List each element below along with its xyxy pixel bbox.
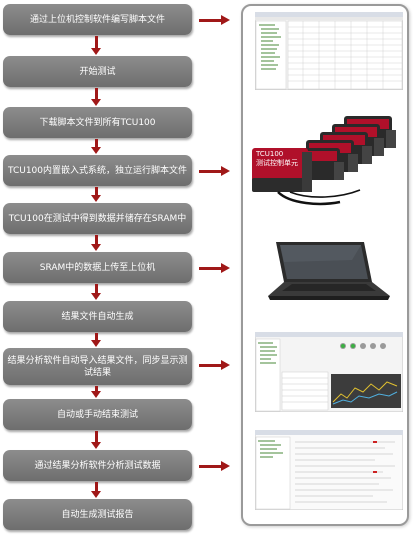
flow-arrow-right: [199, 461, 230, 471]
step-import-result: 结果分析软件自动导入结果文件，同步显示测试结果: [3, 348, 192, 385]
step-analyze-data: 通过结果分析软件分析测试数据: [3, 450, 192, 481]
flow-arrow-down: [91, 333, 102, 347]
step-end-test: 自动或手动结束测试: [3, 399, 192, 430]
device-label-line2: 测试控制单元: [256, 159, 298, 167]
flow-arrow-down: [91, 284, 102, 300]
step-store-sram: TCU100在测试中得到数据并储存在SRAM中: [3, 203, 192, 234]
tcu100-device-icon: [252, 116, 396, 206]
flow-arrow-down: [91, 139, 102, 154]
flow-arrow-down: [91, 88, 102, 106]
flow-arrow-down: [91, 235, 102, 251]
step-label: SRAM中的数据上传至上位机: [39, 262, 156, 273]
flow-arrow-down: [91, 36, 102, 55]
step-generate-result: 结果文件自动生成: [3, 301, 192, 332]
flow-arrow-right: [199, 15, 230, 25]
device-label-line1: TCU100: [256, 150, 284, 158]
flow-arrow-right: [199, 360, 230, 370]
device-label: TCU100 测试控制单元: [256, 150, 304, 168]
step-start-test: 开始测试: [3, 56, 192, 87]
step-label: 开始测试: [79, 66, 116, 77]
step-label: 自动生成测试报告: [61, 509, 134, 520]
software-screenshot-icon: [255, 12, 403, 90]
step-run-script: TCU100内置嵌入式系统，独立运行脚本文件: [3, 155, 192, 186]
step-label: 自动或手动结束测试: [56, 409, 138, 420]
analysis-software-icon: [255, 332, 403, 412]
flow-arrow-down: [91, 187, 102, 202]
flow-arrow-right: [199, 263, 230, 273]
flow-arrow-down: [91, 482, 102, 498]
step-label: 通过上位机控制软件编写脚本文件: [29, 14, 165, 25]
step-label: 通过结果分析软件分析测试数据: [34, 460, 161, 471]
step-label: 下载脚本文件到所有TCU100: [39, 117, 156, 128]
report-software-icon: [255, 430, 403, 510]
step-generate-report: 自动生成测试报告: [3, 499, 192, 530]
flow-arrow-down: [91, 431, 102, 449]
step-upload-sram: SRAM中的数据上传至上位机: [3, 252, 192, 283]
step-label: 结果分析软件自动导入结果文件，同步显示测试结果: [7, 355, 188, 378]
step-label: TCU100内置嵌入式系统，独立运行脚本文件: [7, 165, 188, 176]
flow-arrow-down: [91, 386, 102, 398]
laptop-icon: [268, 242, 390, 300]
step-label: 结果文件自动生成: [61, 311, 134, 322]
step-download-script: 下载脚本文件到所有TCU100: [3, 107, 192, 138]
flow-arrow-right: [199, 166, 230, 176]
step-write-script: 通过上位机控制软件编写脚本文件: [3, 4, 192, 35]
step-label: TCU100在测试中得到数据并储存在SRAM中: [8, 213, 187, 224]
